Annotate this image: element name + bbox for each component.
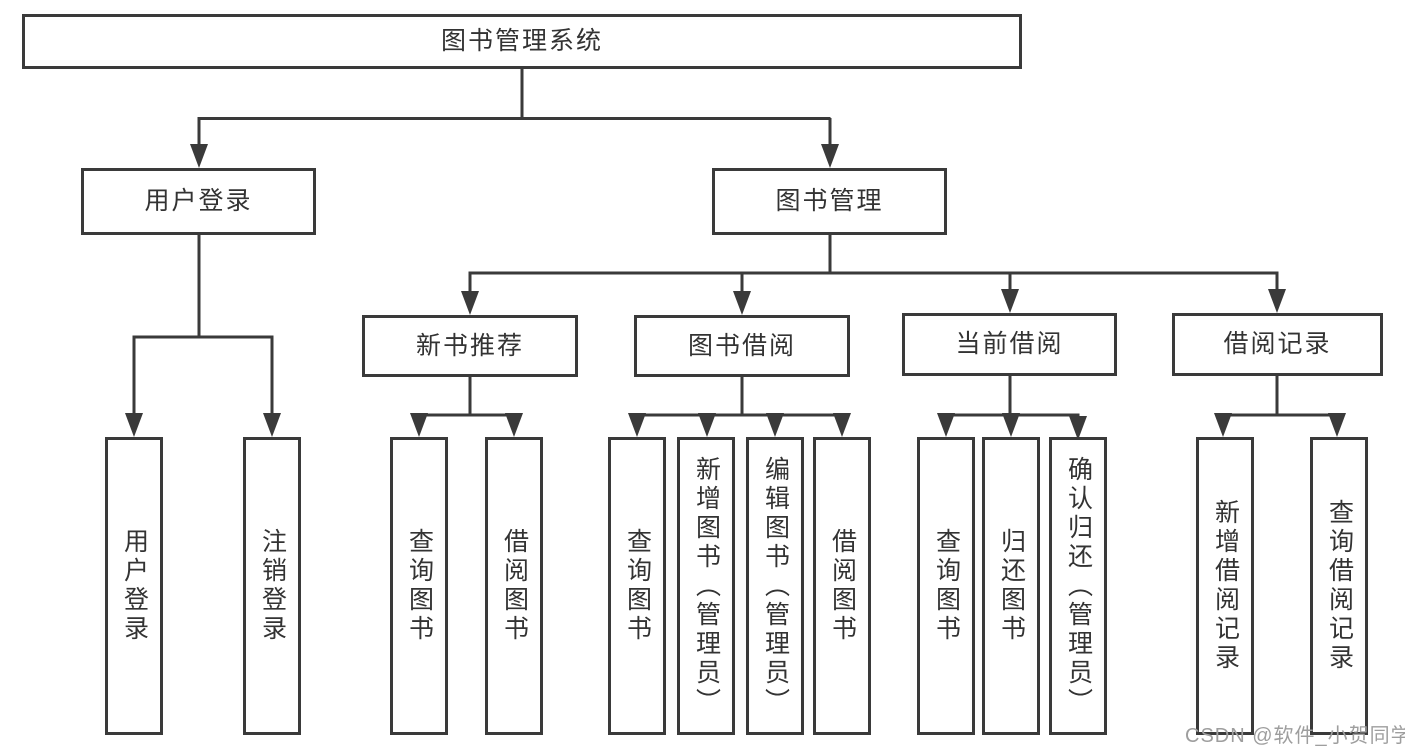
leaf-label: 新增借阅记录 bbox=[1211, 499, 1240, 673]
leaf-query-books-current: 查询图书 bbox=[917, 437, 975, 735]
leaf-label: 查询借阅记录 bbox=[1325, 499, 1354, 673]
leaf-label: 查询图书 bbox=[932, 528, 961, 644]
node-current-borrowing: 当前借阅 bbox=[902, 313, 1117, 376]
leaf-label: 注销登录 bbox=[258, 528, 287, 644]
leaf-label: 查询图书 bbox=[405, 528, 434, 644]
leaf-label: 确认归还（管理员） bbox=[1064, 455, 1093, 717]
leaf-borrow-books-recommend: 借阅图书 bbox=[485, 437, 543, 735]
leaf-label: 查询图书 bbox=[623, 528, 652, 644]
leaf-label: 用户登录 bbox=[120, 528, 149, 644]
node-borrowing-records: 借阅记录 bbox=[1172, 313, 1383, 376]
node-book-borrowing: 图书借阅 bbox=[634, 315, 850, 377]
leaf-query-books-borrow: 查询图书 bbox=[608, 437, 666, 735]
node-library-management-system: 图书管理系统 bbox=[22, 14, 1022, 69]
node-label: 新书推荐 bbox=[415, 331, 524, 360]
leaf-query-books-recommend: 查询图书 bbox=[390, 437, 448, 735]
leaf-label: 借阅图书 bbox=[828, 528, 857, 644]
leaf-label: 编辑图书（管理员） bbox=[761, 455, 790, 717]
node-new-book-recommend: 新书推荐 bbox=[362, 315, 578, 377]
node-label: 借阅记录 bbox=[1223, 330, 1332, 358]
node-label: 用户登录 bbox=[144, 187, 253, 215]
leaf-return-books: 归还图书 bbox=[982, 437, 1040, 735]
csdn-watermark: CSDN @软件_小贺同学 bbox=[1185, 725, 1405, 747]
node-book-management: 图书管理 bbox=[712, 168, 947, 235]
leaf-label: 新增图书（管理员） bbox=[692, 455, 721, 717]
node-label: 图书借阅 bbox=[687, 331, 796, 360]
leaf-edit-books-admin: 编辑图书（管理员） bbox=[746, 437, 804, 735]
node-label: 图书管理系统 bbox=[440, 27, 603, 55]
leaf-borrow-books: 借阅图书 bbox=[813, 437, 871, 735]
leaf-add-borrow-record: 新增借阅记录 bbox=[1196, 437, 1254, 735]
leaf-label: 借阅图书 bbox=[500, 528, 529, 644]
leaf-user-login: 用户登录 bbox=[105, 437, 163, 735]
node-user-login: 用户登录 bbox=[81, 168, 316, 235]
leaf-add-books-admin: 新增图书（管理员） bbox=[677, 437, 735, 735]
leaf-confirm-return-admin: 确认归还（管理员） bbox=[1049, 437, 1107, 735]
node-label: 图书管理 bbox=[775, 187, 884, 215]
leaf-label: 归还图书 bbox=[997, 528, 1026, 644]
leaf-logout: 注销登录 bbox=[243, 437, 301, 735]
node-label: 当前借阅 bbox=[955, 330, 1064, 358]
leaf-query-borrow-record: 查询借阅记录 bbox=[1310, 437, 1368, 735]
